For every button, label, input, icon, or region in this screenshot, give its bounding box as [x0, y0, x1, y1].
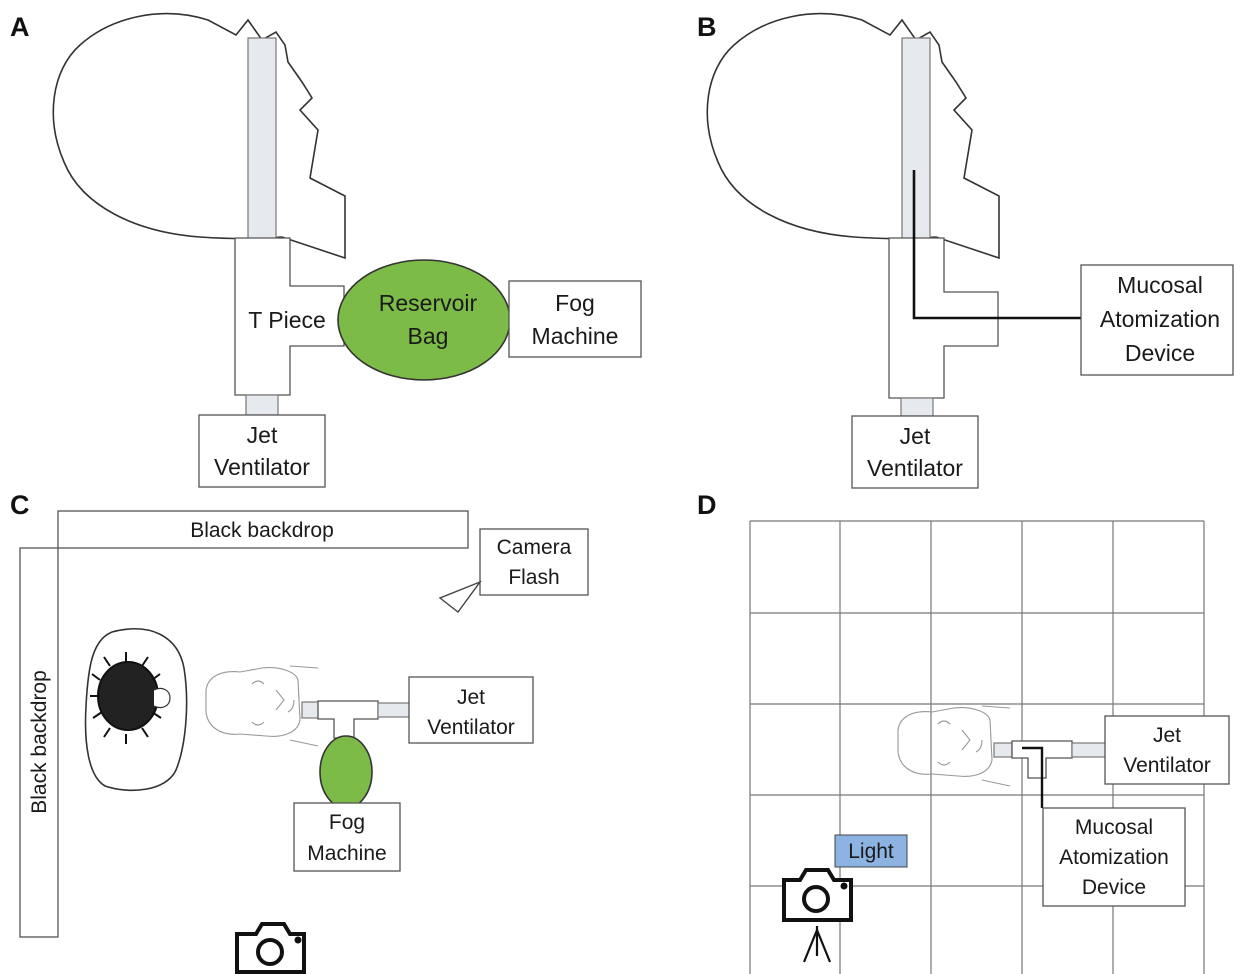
panel-d: D Jet Ventilator [697, 490, 1230, 974]
jet-ventilator-box-b [851, 415, 979, 489]
panel-d-letter: D [697, 490, 717, 520]
fog-machine-label-1: Fog [555, 290, 595, 316]
t-piece-label: T Piece [248, 307, 326, 333]
connector-tube-b [900, 397, 934, 417]
connector-tube-d-left [993, 742, 1013, 758]
fog-machine-box-a [508, 280, 642, 358]
head-back-outline [84, 628, 188, 792]
mad-label-3-b: Device [1125, 340, 1195, 366]
jet-ventilator-box-a [198, 414, 326, 488]
fog-machine-label-1-c: Fog [329, 811, 365, 834]
fog-machine-box-c [293, 802, 401, 872]
camera-icon [235, 922, 306, 974]
atomizer-line-d [1022, 746, 1044, 808]
jet-ventilator-label-1: Jet [247, 422, 278, 448]
panel-a-letter: A [10, 12, 30, 42]
camera-flash-label-2: Flash [508, 566, 559, 589]
mad-label-3-d: Device [1082, 876, 1146, 899]
reservoir-bag [337, 259, 511, 381]
mad-label-2-b: Atomization [1100, 306, 1220, 332]
scope-tube-b [901, 37, 931, 241]
connector-tube-c-right [377, 702, 411, 718]
face-sketch-d [897, 705, 1011, 787]
light-box [834, 834, 908, 868]
camera-flash-label-1: Camera [497, 536, 572, 559]
reservoir-bag-c [319, 735, 373, 809]
mucosal-atomization-device-box-d [1042, 807, 1186, 907]
camera-flash-box [479, 528, 589, 596]
panel-b: B Mucosal Atomization Device Jet Ventila… [697, 12, 1234, 489]
scope-tube-a [247, 37, 277, 241]
panel-a: A T Piece Reservoir Bag Fog Machine Jet … [10, 12, 642, 488]
camera-on-tripod-icon [782, 868, 853, 963]
camera-flash-icon [438, 580, 483, 613]
jet-ventilator-label-1-c: Jet [457, 686, 485, 709]
fog-machine-label-2: Machine [532, 323, 619, 349]
t-piece-c [317, 700, 379, 739]
reservoir-bag-label-2: Bag [408, 323, 449, 349]
reservoir-bag-label-1: Reservoir [379, 290, 478, 316]
face-sketch-c [205, 665, 319, 747]
jet-ventilator-box-c [408, 676, 534, 744]
black-backdrop-top [57, 510, 469, 549]
hair-icon [90, 652, 171, 744]
atomizer-line-b [912, 170, 1082, 320]
jet-ventilator-label-2-d: Ventilator [1123, 754, 1211, 777]
black-backdrop-side [19, 547, 59, 938]
jet-ventilator-label-1-b: Jet [900, 423, 931, 449]
mad-label-1-d: Mucosal [1075, 816, 1153, 839]
panel-c: C Black backdrop Black backdrop Camera F… [10, 490, 589, 974]
panel-c-letter: C [10, 490, 30, 520]
light-label: Light [848, 840, 894, 863]
head-outline-a [52, 12, 346, 260]
head-outline-b [706, 12, 1000, 260]
connector-tube-a [245, 394, 279, 416]
jet-ventilator-box-d [1104, 715, 1230, 785]
connector-tube-d-right [1071, 742, 1107, 758]
black-backdrop-side-label: Black backdrop [28, 670, 51, 814]
black-backdrop-top-label: Black backdrop [190, 519, 334, 542]
mad-label-2-d: Atomization [1059, 846, 1169, 869]
mucosal-atomization-device-box-b [1080, 264, 1234, 376]
mad-label-1-b: Mucosal [1117, 272, 1203, 298]
fog-machine-label-2-c: Machine [307, 842, 386, 865]
connector-tube-c-left [301, 701, 321, 719]
jet-ventilator-label-1-d: Jet [1153, 724, 1181, 747]
jet-ventilator-label-2-b: Ventilator [867, 455, 963, 481]
jet-ventilator-label-2-c: Ventilator [427, 716, 515, 739]
panel-b-letter: B [697, 12, 717, 42]
jet-ventilator-label-2: Ventilator [214, 454, 310, 480]
